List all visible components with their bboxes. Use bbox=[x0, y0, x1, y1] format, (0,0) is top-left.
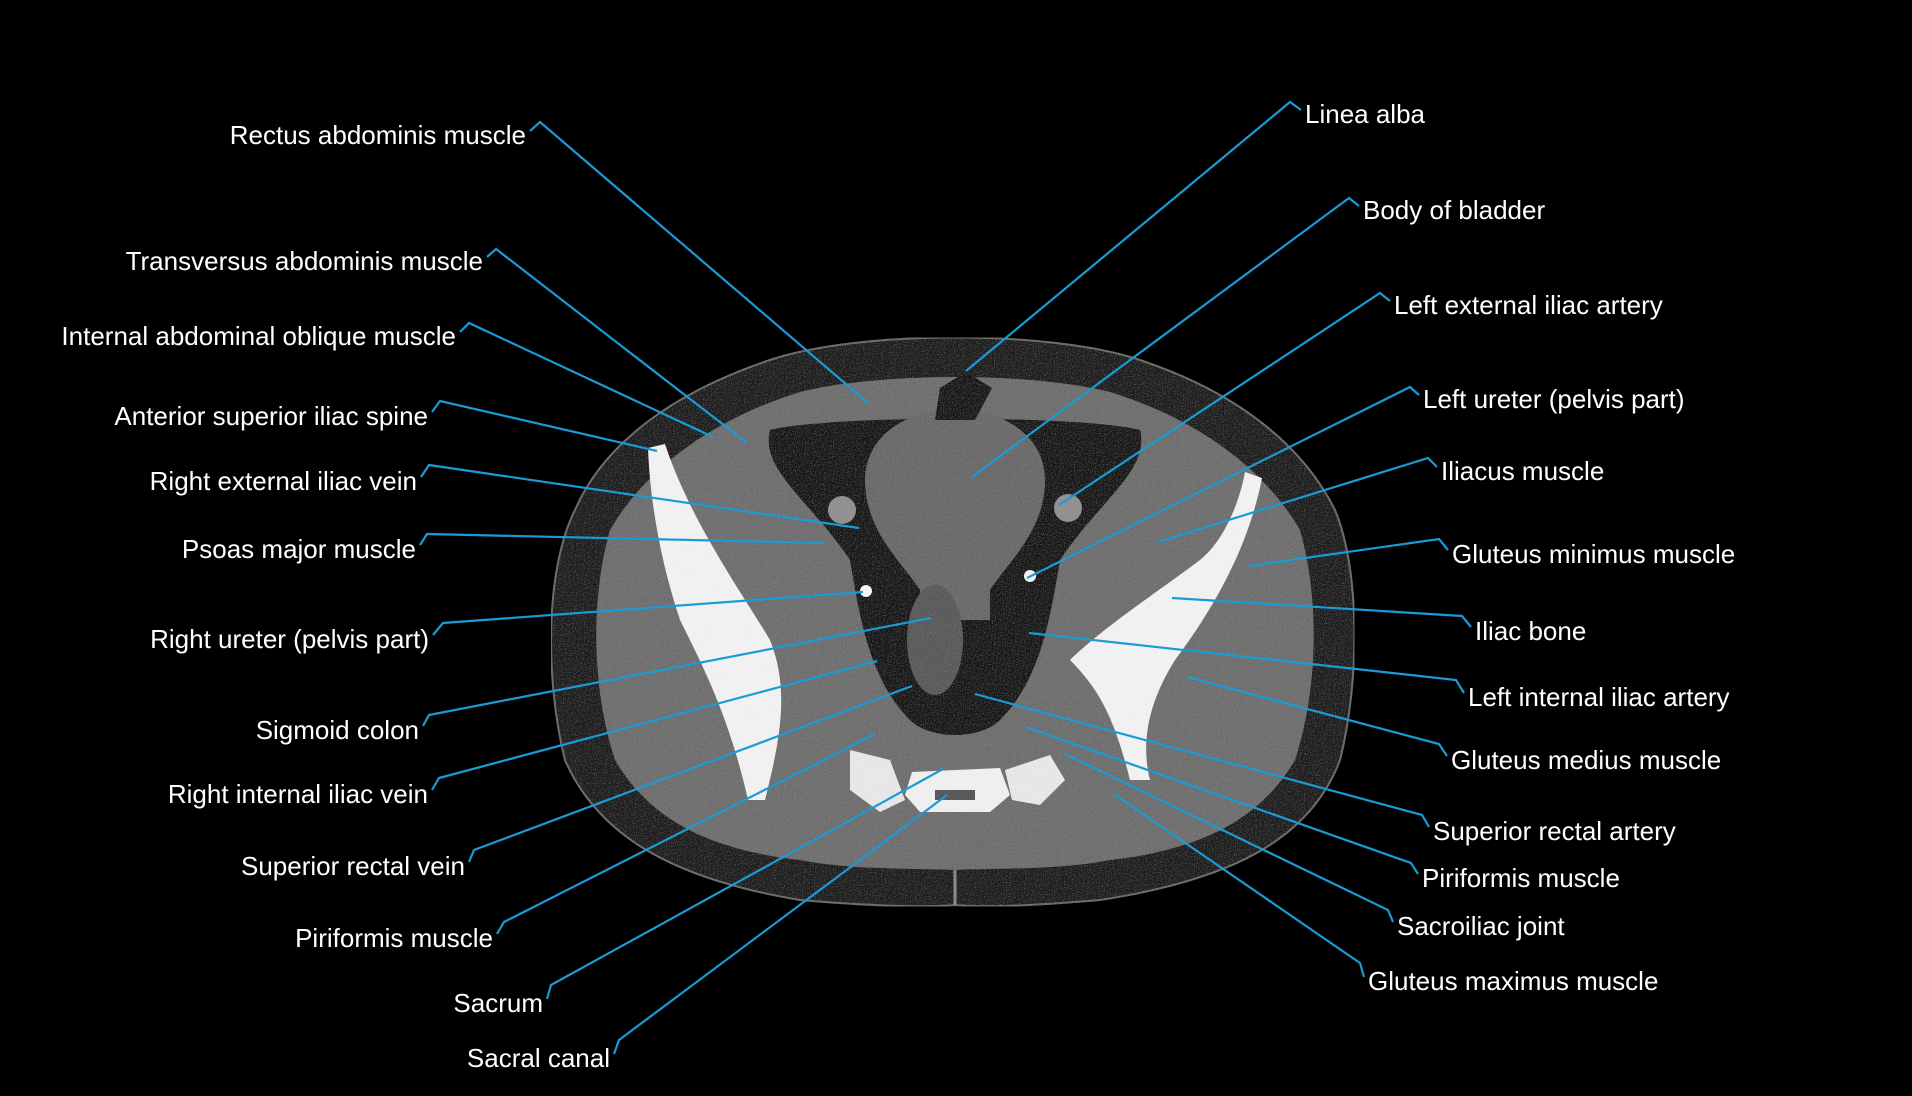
label-superior-rectal-artery: Superior rectal artery bbox=[1433, 816, 1676, 846]
label-linea-alba: Linea alba bbox=[1305, 99, 1425, 129]
label-gluteus-maximus-muscle: Gluteus maximus muscle bbox=[1368, 966, 1659, 996]
body-cross-section bbox=[550, 336, 1356, 908]
leader-line-iliacus-muscle bbox=[1157, 456, 1438, 544]
label-iliacus-muscle: Iliacus muscle bbox=[1441, 456, 1605, 486]
leader-line-right-internal-iliac-vein bbox=[431, 659, 878, 791]
bladder bbox=[865, 410, 1045, 620]
label-left-internal-iliac-artery: Left internal iliac artery bbox=[1468, 682, 1730, 712]
label-gluteus-medius-muscle: Gluteus medius muscle bbox=[1451, 745, 1722, 775]
leader-line-gluteus-medius-muscle bbox=[1186, 675, 1448, 757]
sigmoid bbox=[907, 585, 963, 695]
leader-line-rectus-abdominis-muscle bbox=[529, 120, 869, 404]
leader-line-gluteus-minimus-muscle bbox=[1248, 537, 1449, 568]
label-gluteus-minimus-muscle: Gluteus minimus muscle bbox=[1452, 539, 1736, 569]
label-left-external-iliac-artery: Left external iliac artery bbox=[1394, 290, 1663, 320]
label-sigmoid-colon: Sigmoid colon bbox=[255, 715, 419, 745]
label-sacrum: Sacrum bbox=[453, 988, 543, 1018]
linea-alba-notch bbox=[935, 372, 992, 420]
label-piriformis-muscle: Piriformis muscle bbox=[295, 923, 493, 953]
right-ureter-contrast bbox=[860, 585, 872, 597]
leader-line-superior-rectal-vein bbox=[467, 684, 913, 863]
leader-line-linea-alba bbox=[965, 100, 1302, 372]
left-iliac-bone bbox=[1070, 472, 1262, 780]
label-anterior-superior-iliac-spine: Anterior superior iliac spine bbox=[114, 401, 428, 431]
leader-line-sacrum bbox=[545, 768, 944, 1000]
right-external-iliac-vessel bbox=[828, 496, 856, 524]
left-external-iliac-vessel bbox=[1054, 494, 1082, 522]
left-sacral-ala bbox=[1005, 755, 1065, 805]
leader-line-right-external-iliac-vein bbox=[420, 463, 860, 530]
label-psoas-major-muscle: Psoas major muscle bbox=[181, 534, 416, 564]
label-iliac-bone: Iliac bone bbox=[1475, 616, 1587, 646]
leader-line-psoas-major-muscle bbox=[419, 532, 825, 546]
leader-line-right-ureter-pelvis-part bbox=[432, 590, 864, 636]
leader-lines bbox=[419, 100, 1472, 1055]
label-transversus-abdominis-muscle: Transversus abdominis muscle bbox=[125, 246, 483, 276]
label-body-of-bladder: Body of bladder bbox=[1363, 195, 1546, 225]
label-sacroiliac-joint: Sacroiliac joint bbox=[1397, 911, 1565, 941]
leader-line-internal-abdominal-oblique-muscle bbox=[459, 321, 714, 438]
leader-line-left-external-iliac-artery bbox=[1058, 291, 1391, 506]
leader-line-anterior-superior-iliac-spine bbox=[431, 399, 658, 453]
label-left-ureter-pelvis-part: Left ureter (pelvis part) bbox=[1423, 384, 1685, 414]
leader-line-superior-rectal-artery bbox=[974, 692, 1430, 828]
label-rectus-abdominis-muscle: Rectus abdominis muscle bbox=[229, 120, 526, 150]
label-right-external-iliac-vein: Right external iliac vein bbox=[149, 466, 417, 496]
leader-line-left-ureter-pelvis-part bbox=[1026, 385, 1420, 579]
label-sacral-canal: Sacral canal bbox=[466, 1043, 610, 1073]
leader-line-sacroiliac-joint bbox=[1064, 753, 1395, 923]
right-iliac-bone bbox=[648, 444, 782, 800]
leader-line-sacral-canal bbox=[612, 794, 948, 1055]
leader-line-sigmoid-colon bbox=[422, 616, 932, 727]
leader-line-transversus-abdominis-muscle bbox=[486, 247, 748, 444]
leader-line-left-internal-iliac-artery bbox=[1028, 631, 1465, 694]
leader-line-body-of-bladder bbox=[971, 196, 1360, 478]
leader-line-piriformis-muscle bbox=[496, 733, 876, 935]
leader-line-gluteus-maximus-muscle bbox=[1113, 793, 1366, 978]
label-right-ureter-pelvis-part: Right ureter (pelvis part) bbox=[150, 624, 429, 654]
label-internal-abdominal-oblique-muscle: Internal abdominal oblique muscle bbox=[61, 321, 456, 351]
leader-line-piriformis-muscle bbox=[1025, 725, 1419, 875]
label-right-internal-iliac-vein: Right internal iliac vein bbox=[167, 779, 428, 809]
label-piriformis-muscle: Piriformis muscle bbox=[1422, 863, 1620, 893]
label-superior-rectal-vein: Superior rectal vein bbox=[241, 851, 465, 881]
leader-line-iliac-bone bbox=[1171, 596, 1472, 628]
sacral-canal bbox=[935, 790, 975, 800]
